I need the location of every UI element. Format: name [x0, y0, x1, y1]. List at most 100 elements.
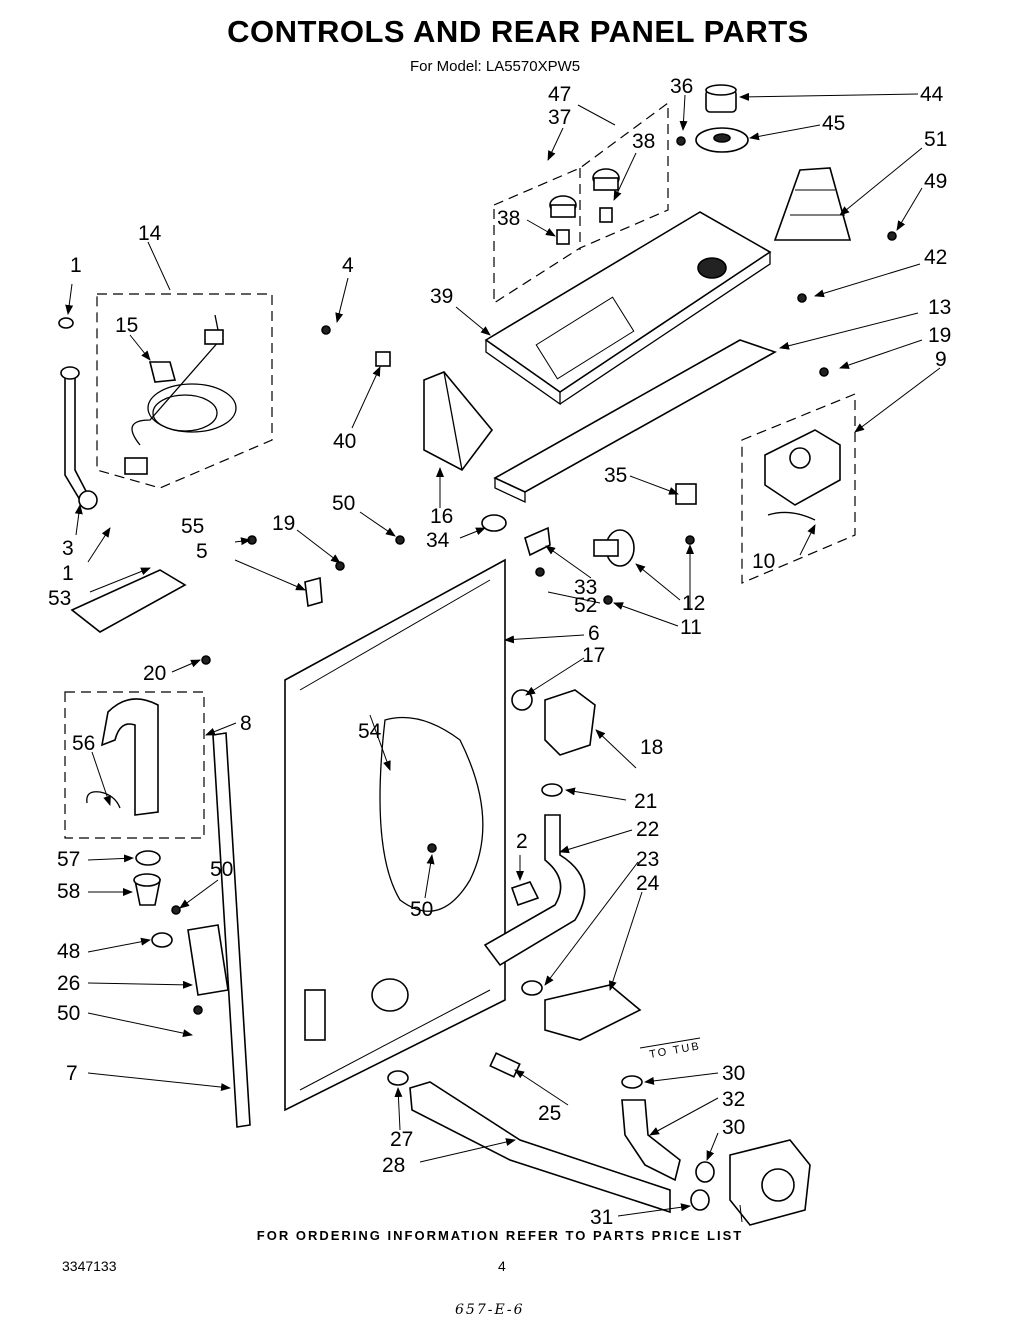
callout-55: 55	[181, 515, 204, 538]
screws	[171, 136, 897, 1015]
callout-32: 32	[722, 1088, 745, 1111]
callout-10: 10	[752, 550, 775, 573]
ordering-info-note: FOR ORDERING INFORMATION REFER TO PARTS …	[256, 1228, 744, 1243]
bracket-33	[524, 526, 551, 557]
callout-22: 22	[636, 818, 659, 841]
clip-2	[510, 881, 540, 907]
fill-hose-clamp	[521, 980, 543, 996]
callout-labels: 1 1 2 3 4 5 6 7 8 9 10 11 12 13 14 15 16…	[48, 75, 951, 1229]
callout-16: 16	[430, 505, 453, 528]
callout-50-bottom: 50	[57, 1002, 80, 1025]
plug-34	[481, 514, 507, 532]
callout-47: 47	[548, 83, 571, 106]
handwritten-note: 657-E-6	[455, 1302, 525, 1318]
callout-1-top: 1	[70, 254, 82, 277]
water-valve	[511, 689, 596, 756]
callout-11: 11	[680, 616, 702, 639]
callout-14: 14	[138, 222, 162, 245]
callout-9: 9	[935, 348, 947, 371]
water-injector	[544, 984, 642, 1041]
clamp-upper	[621, 1075, 643, 1089]
callout-56: 56	[72, 732, 95, 755]
callout-27: 27	[390, 1128, 413, 1151]
callout-4: 4	[342, 254, 354, 277]
callout-8: 8	[240, 712, 252, 735]
hose-clamp	[135, 850, 161, 866]
group-box-power-cord	[96, 293, 273, 489]
callout-24: 24	[636, 872, 660, 895]
group-box-drain-hose	[64, 691, 205, 839]
callout-36: 36	[670, 75, 693, 98]
knob-left	[549, 195, 577, 245]
callout-1-bottom: 1	[62, 562, 74, 585]
callout-50-top: 50	[332, 492, 355, 515]
callout-52: 52	[574, 594, 597, 617]
callout-6: 6	[588, 622, 600, 645]
leader-lines	[65, 92, 941, 1223]
callout-57: 57	[57, 848, 80, 871]
clip-40	[375, 351, 391, 367]
callout-38-left: 38	[497, 207, 520, 230]
callout-13: 13	[928, 296, 951, 319]
drain-hose	[86, 698, 159, 816]
pump-hose	[621, 1099, 681, 1182]
hose-coupling	[133, 873, 161, 906]
timer-lead	[767, 511, 816, 521]
callout-26: 26	[57, 972, 80, 995]
power-cord	[124, 314, 237, 475]
water-hose	[60, 366, 98, 510]
callout-2: 2	[516, 830, 528, 853]
group-box-timer	[741, 393, 856, 584]
callout-19-right: 19	[928, 324, 951, 347]
callout-21: 21	[634, 790, 657, 813]
console-panel	[484, 211, 772, 406]
callout-44: 44	[920, 83, 944, 106]
to-tub-label: TO TUB	[648, 1040, 701, 1061]
timer-dial-skirt	[695, 127, 749, 153]
callout-20: 20	[143, 662, 166, 685]
callout-38-right: 38	[632, 130, 655, 153]
rear-panel	[284, 558, 506, 1112]
model-subtitle: For Model: LA5570XPW5	[410, 58, 581, 75]
callout-51: 51	[924, 128, 947, 151]
console-support	[493, 339, 777, 504]
valve-washer	[541, 783, 563, 797]
callout-31: 31	[590, 1206, 613, 1229]
callout-40: 40	[333, 430, 356, 453]
terminal-15	[148, 361, 177, 383]
callout-18: 18	[640, 736, 663, 759]
page-number: 4	[498, 1258, 506, 1274]
clip-5	[304, 576, 323, 608]
callout-37: 37	[548, 106, 571, 129]
callout-7: 7	[66, 1062, 78, 1085]
document-number: 3347133	[62, 1258, 117, 1274]
callout-34: 34	[426, 529, 450, 552]
callout-50-center: 50	[410, 898, 433, 921]
clamp-lower	[690, 1189, 710, 1211]
knob-right	[592, 168, 620, 223]
drain-clamp	[387, 1070, 409, 1086]
side-channel	[212, 732, 251, 1128]
callout-33: 33	[574, 576, 597, 599]
page-title: CONTROLS AND REAR PANEL PARTS	[227, 14, 809, 49]
callout-5: 5	[196, 540, 208, 563]
callout-17: 17	[582, 644, 605, 667]
timer-knob	[705, 84, 737, 113]
switch-35	[675, 483, 697, 505]
switch-housing	[423, 371, 494, 472]
callout-58: 58	[57, 880, 80, 903]
callout-15: 15	[115, 314, 138, 337]
pressure-switch	[593, 529, 635, 567]
callout-42: 42	[924, 246, 947, 269]
callout-30-upper: 30	[722, 1062, 745, 1085]
callout-19-left-label: 19	[272, 512, 295, 535]
pump-bracket	[151, 924, 229, 996]
callout-12: 12	[682, 592, 705, 615]
callout-39: 39	[430, 285, 453, 308]
callout-48: 48	[57, 940, 80, 963]
callout-45: 45	[822, 112, 845, 135]
callout-54: 54	[358, 720, 382, 743]
callout-3: 3	[62, 537, 74, 560]
